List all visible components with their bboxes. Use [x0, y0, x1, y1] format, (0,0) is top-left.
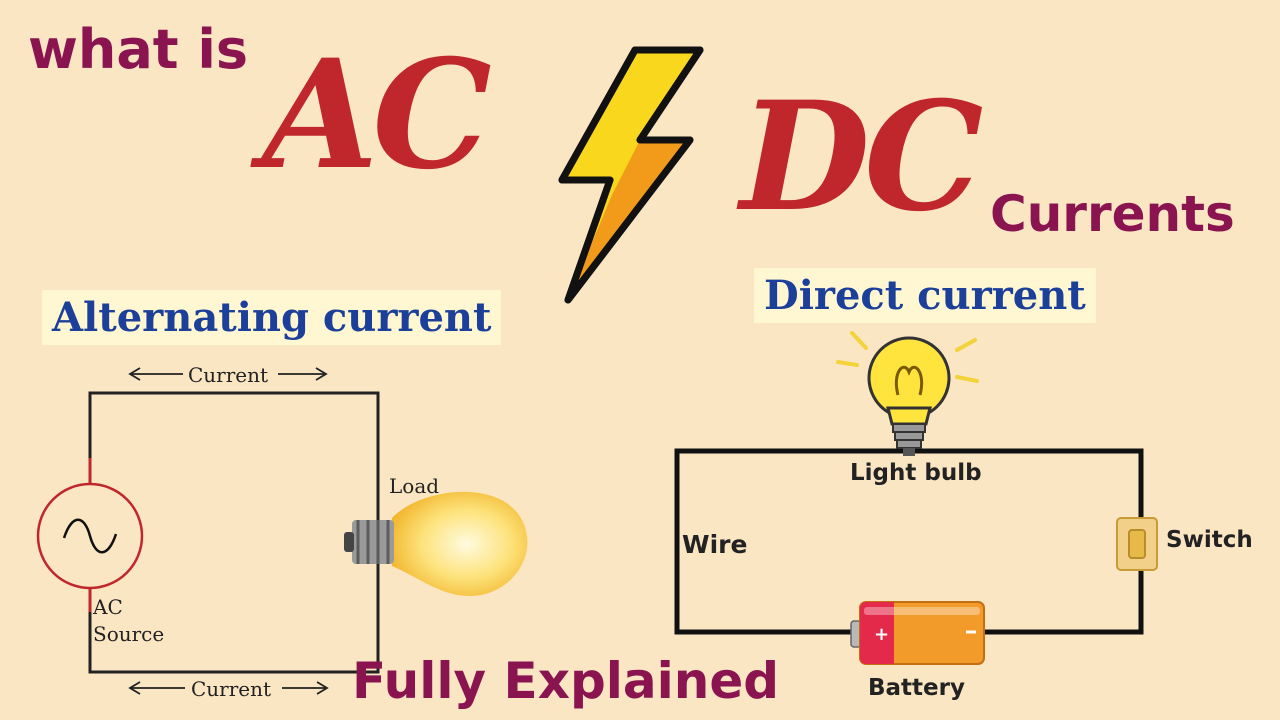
ac-heading: Alternating current — [42, 290, 502, 345]
dc-heading: Direct current — [754, 268, 1096, 323]
dc-bulb-icon — [867, 336, 951, 456]
wire-label: Wire — [682, 530, 748, 559]
battery-icon: + — [850, 601, 985, 665]
current-label-bottom: Current — [191, 677, 272, 701]
source-label-line1: AC — [93, 595, 123, 619]
title-prefix: what is — [28, 18, 249, 81]
current-arrow-bottom — [128, 681, 329, 695]
battery-label: Battery — [868, 675, 965, 701]
current-arrow-top — [128, 367, 328, 381]
source-label-line2: Source — [93, 622, 165, 646]
switch-icon — [1116, 517, 1158, 571]
title-ac: AC — [262, 27, 492, 203]
current-label-top: Current — [188, 363, 269, 387]
title-suffix: Currents — [990, 185, 1235, 243]
bottom-title: Fully Explained — [352, 652, 780, 710]
title-dc: DC — [740, 69, 983, 245]
light-rays-icon — [836, 331, 979, 383]
ac-bulb-icon — [344, 491, 528, 596]
ac-source-symbol — [36, 482, 144, 590]
load-label: Load — [389, 474, 440, 498]
light-bulb-label: Light bulb — [850, 460, 982, 486]
svg-text:+: + — [874, 624, 889, 645]
switch-label: Switch — [1166, 527, 1253, 553]
sine-wave-icon — [62, 518, 118, 554]
